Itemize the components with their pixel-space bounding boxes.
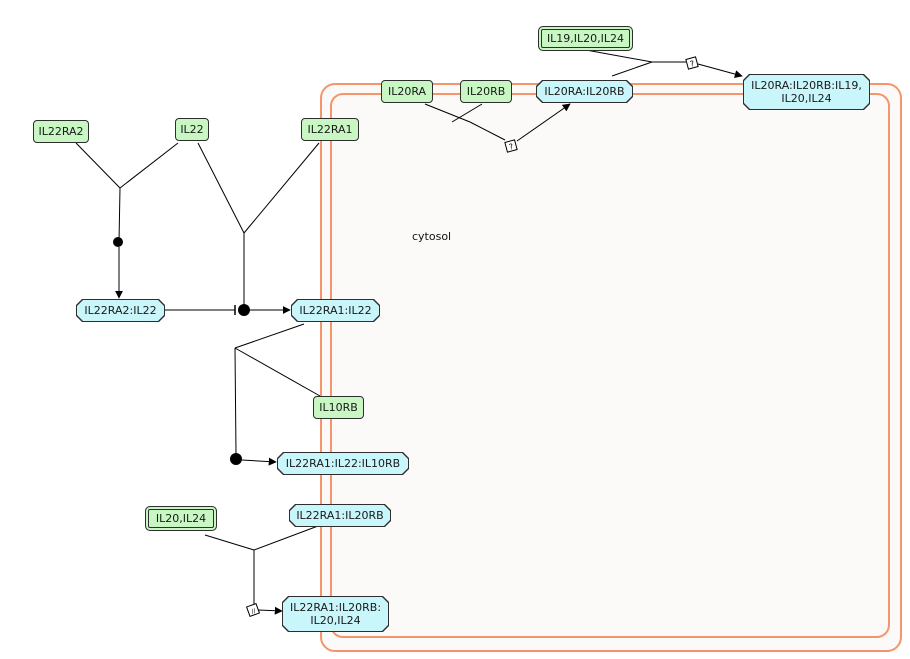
- edge-junction-to-uncertain: [469, 121, 506, 141]
- edge-junction-to-transition-3: [234, 347, 237, 455]
- edge-uncertain-to-il20ra-il20rb: [516, 103, 571, 142]
- edge-junction-to-transition: [118, 187, 121, 243]
- uncertain-process-glyph-2: ?: [685, 56, 699, 70]
- edge-uncertain-to-il20ra-il20rb-il19: [697, 63, 743, 78]
- edge-il22-to-junction: [119, 142, 179, 189]
- uncertain-marker-label: ?: [508, 142, 514, 152]
- association-glyph: [113, 237, 123, 247]
- node-il10rb[interactable]: IL10RB: [313, 396, 364, 419]
- edge-omitted-to-il22ra1-il20rb-il20-il24: [257, 606, 283, 615]
- node-il22ra1-il20rb-il20-il24[interactable]: IL22RA1:IL20RB: IL20,IL24: [283, 597, 388, 631]
- edge-il22ra2-to-junction: [75, 142, 121, 189]
- edge-il22-to-junction-2: [197, 142, 245, 234]
- compartment-label-cytosol: cytosol: [412, 230, 452, 243]
- node-il19-il20-il24[interactable]: IL19,IL20,IL24: [538, 26, 633, 51]
- omitted-marker-label: //: [250, 607, 257, 615]
- node-il22ra1-il22-il10rb[interactable]: IL22RA1:IL22:IL10RB: [278, 453, 408, 474]
- node-il20ra-il20rb[interactable]: IL20RA:IL20RB: [537, 81, 632, 102]
- node-il20-il24[interactable]: IL20,IL24: [145, 506, 217, 531]
- uncertain-marker-label-2: ?: [689, 59, 695, 69]
- node-il22[interactable]: IL22: [175, 118, 209, 141]
- node-il22ra1-il22[interactable]: IL22RA1:IL22: [292, 300, 379, 321]
- edge-il20ra-il20rb-to-junction: [611, 61, 653, 77]
- omitted-process-glyph: //: [245, 602, 261, 618]
- edge-il20ra-to-junction: [424, 103, 471, 123]
- association-glyph-2: [238, 304, 250, 316]
- edge-il20-il24-to-junction: [204, 534, 255, 551]
- node-il22ra1-il20rb[interactable]: IL22RA1:IL20RB: [290, 505, 390, 526]
- edge-il10rb-to-junction: [234, 347, 321, 397]
- node-il20ra[interactable]: IL20RA: [381, 80, 433, 103]
- edge-il20rb-to-junction: [451, 103, 483, 123]
- edge-il22ra1-il22-to-junction: [234, 323, 305, 349]
- node-il22ra1[interactable]: IL22RA1: [301, 118, 359, 141]
- edge-il19-to-junction: [585, 49, 653, 63]
- node-il22ra2[interactable]: IL22RA2: [33, 120, 89, 143]
- edge-il22ra1-il20rb-to-junction: [253, 525, 319, 551]
- node-il22ra2-il22[interactable]: IL22RA2:IL22: [77, 300, 164, 321]
- edge-transition-to-il22ra1-il22-il10rb: [241, 457, 277, 466]
- compartment-outer-border: [320, 83, 902, 652]
- association-glyph-3: [230, 453, 242, 465]
- edge-il22ra1-to-junction: [243, 142, 320, 234]
- uncertain-process-glyph: ?: [504, 139, 518, 153]
- node-il20rb[interactable]: IL20RB: [460, 80, 512, 103]
- node-il20ra-il20rb-il19-il20-il24[interactable]: IL20RA:IL20RB:IL19, IL20,IL24: [744, 75, 869, 109]
